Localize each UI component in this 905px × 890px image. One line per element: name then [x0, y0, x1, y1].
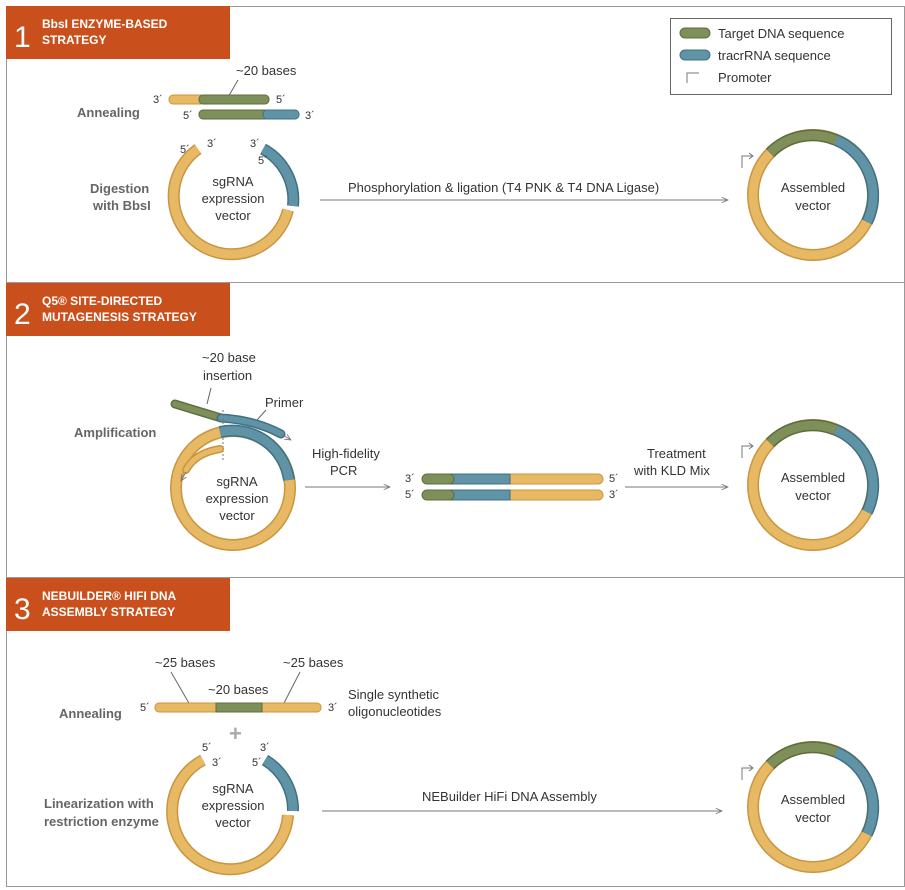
prime-3-bottom-right: 3´	[305, 110, 315, 122]
legend-promoter-label: Promoter	[718, 70, 772, 85]
vector3-prime3-left: 3´	[212, 757, 222, 769]
vector-prime3-right: 3´	[250, 138, 260, 150]
legend-target-swatch	[679, 27, 711, 39]
pcr-top-blue	[449, 473, 511, 485]
pcr-prime5-left: 5´	[405, 489, 415, 501]
pcr-prime3-left: 3´	[405, 473, 415, 485]
step-linearization-line1: Linearization with	[44, 796, 154, 811]
promoter-arrow-3	[741, 767, 752, 780]
section-2-header	[6, 283, 230, 336]
section-1-number: 1	[14, 21, 31, 54]
pcr-top-green	[421, 473, 455, 485]
assembled-vector-2: Assembled vector	[741, 419, 880, 551]
oligo-label-line2: oligonucleotides	[348, 704, 442, 719]
treatment-label-line1: Treatment	[647, 446, 706, 461]
assembled-2-line2: vector	[795, 488, 831, 503]
primer-label: Primer	[265, 395, 304, 410]
section-3-title-line2: ASSEMBLY STRATEGY	[42, 605, 175, 619]
vector-1-label-line1: sgRNA	[212, 174, 254, 189]
assembled-1-line1: Assembled	[781, 180, 845, 195]
vector-3-label-line3: vector	[215, 815, 251, 830]
assembled-1-line2: vector	[795, 198, 831, 213]
process-ligation-label: Phosphorylation & ligation (T4 PNK & T4 …	[348, 180, 659, 195]
section-3-header	[6, 578, 230, 631]
bases25-left-label: ~25 bases	[155, 655, 216, 670]
step-annealing-1: Annealing	[77, 105, 140, 120]
assembled-3-line2: vector	[795, 810, 831, 825]
step-amplification: Amplification	[74, 425, 156, 440]
prime-5-top-right: 5´	[276, 94, 286, 106]
oligo-bottom-blue	[262, 109, 300, 120]
step-annealing-3: Annealing	[59, 706, 122, 721]
vector-1-label-line2: expression	[202, 191, 265, 206]
oligo-label-line1: Single synthetic	[348, 687, 440, 702]
oligo-prime3-right: 3´	[328, 702, 338, 714]
oligo-top-green	[198, 94, 270, 105]
assembled-2-line1: Assembled	[781, 470, 845, 485]
promoter-arrow-2	[741, 445, 752, 458]
step-digestion-line1: Digestion	[90, 181, 149, 196]
step-digestion-line2: with BbsI	[92, 198, 151, 213]
section-2-number: 2	[14, 298, 31, 331]
insertion-label-line1: ~20 base	[202, 350, 256, 365]
section-2-title-line2: MUTAGENESIS STRATEGY	[42, 310, 197, 324]
vector3-prime5-right: 5´	[252, 757, 262, 769]
vector-prime3-left: 3´	[207, 138, 217, 150]
prime-3-top-left: 3´	[153, 94, 163, 106]
prime-5-bottom-left: 5´	[183, 110, 193, 122]
section-3: 3 NEBUILDER® HIFI DNA ASSEMBLY STRATEGY …	[6, 578, 880, 876]
legend: Target DNA sequence tracrRNA sequence Pr…	[670, 18, 892, 95]
legend-tracr-label: tracrRNA sequence	[718, 48, 831, 63]
vector-2-label-line2: expression	[206, 491, 269, 506]
legend-target-label: Target DNA sequence	[718, 26, 844, 41]
promoter-arrow-1	[741, 155, 752, 168]
promoter-icon	[686, 72, 699, 83]
pcr-label-line2: PCR	[330, 463, 357, 478]
pcr-prime5-right: 5´	[609, 473, 619, 485]
step-linearization-line2: restriction enzyme	[44, 814, 159, 829]
vector-3-label-line1: sgRNA	[212, 781, 254, 796]
bases-20-label: ~20 bases	[236, 63, 297, 78]
vector-prime5-left: 5´	[180, 144, 190, 156]
vector-3-label-line2: expression	[202, 798, 265, 813]
pcr-bottom-blue	[449, 489, 511, 501]
section-2-title-line1: Q5® SITE-DIRECTED	[42, 294, 163, 308]
vector-prime5-right: 5´	[258, 155, 268, 167]
vector3-prime3-right: 3´	[260, 742, 270, 754]
oligo-prime5-left: 5´	[140, 702, 150, 714]
vector3-prime5-left: 5´	[202, 742, 212, 754]
legend-tracr-swatch	[679, 49, 711, 61]
bases25-right-label: ~25 bases	[283, 655, 344, 670]
insertion-label-line2: insertion	[203, 368, 252, 383]
pcr-prime3-right: 3´	[609, 489, 619, 501]
section-1-header	[6, 6, 230, 59]
plus-sign: +	[229, 721, 242, 746]
oligo-bottom-green	[198, 109, 270, 120]
process-nebuilder-label: NEBuilder HiFi DNA Assembly	[422, 789, 597, 804]
pcr-label-line1: High-fidelity	[312, 446, 380, 461]
pcr-bottom-green	[421, 489, 455, 501]
section-3-number: 3	[14, 593, 31, 626]
treatment-label-line2: with KLD Mix	[633, 463, 710, 478]
assembled-vector-1: Assembled vector	[741, 129, 880, 261]
assembled-3-line1: Assembled	[781, 792, 845, 807]
oligo-green	[215, 702, 263, 713]
bases20-label: ~20 bases	[208, 682, 269, 697]
section-3-title-line1: NEBUILDER® HIFI DNA	[42, 589, 177, 603]
section-1-title-line1: BbsI ENZYME-BASED	[42, 17, 168, 31]
section-1: 1 BbsI ENZYME-BASED STRATEGY Annealing D…	[6, 6, 880, 261]
vector-2-label-line3: vector	[219, 508, 255, 523]
vector-2-label-line1: sgRNA	[216, 474, 258, 489]
section-2: 2 Q5® SITE-DIRECTED MUTAGENESIS STRATEGY…	[6, 283, 880, 551]
section-1-title-line2: STRATEGY	[42, 33, 106, 47]
assembled-vector-3: Assembled vector	[741, 741, 880, 873]
vector-1-label-line3: vector	[215, 208, 251, 223]
